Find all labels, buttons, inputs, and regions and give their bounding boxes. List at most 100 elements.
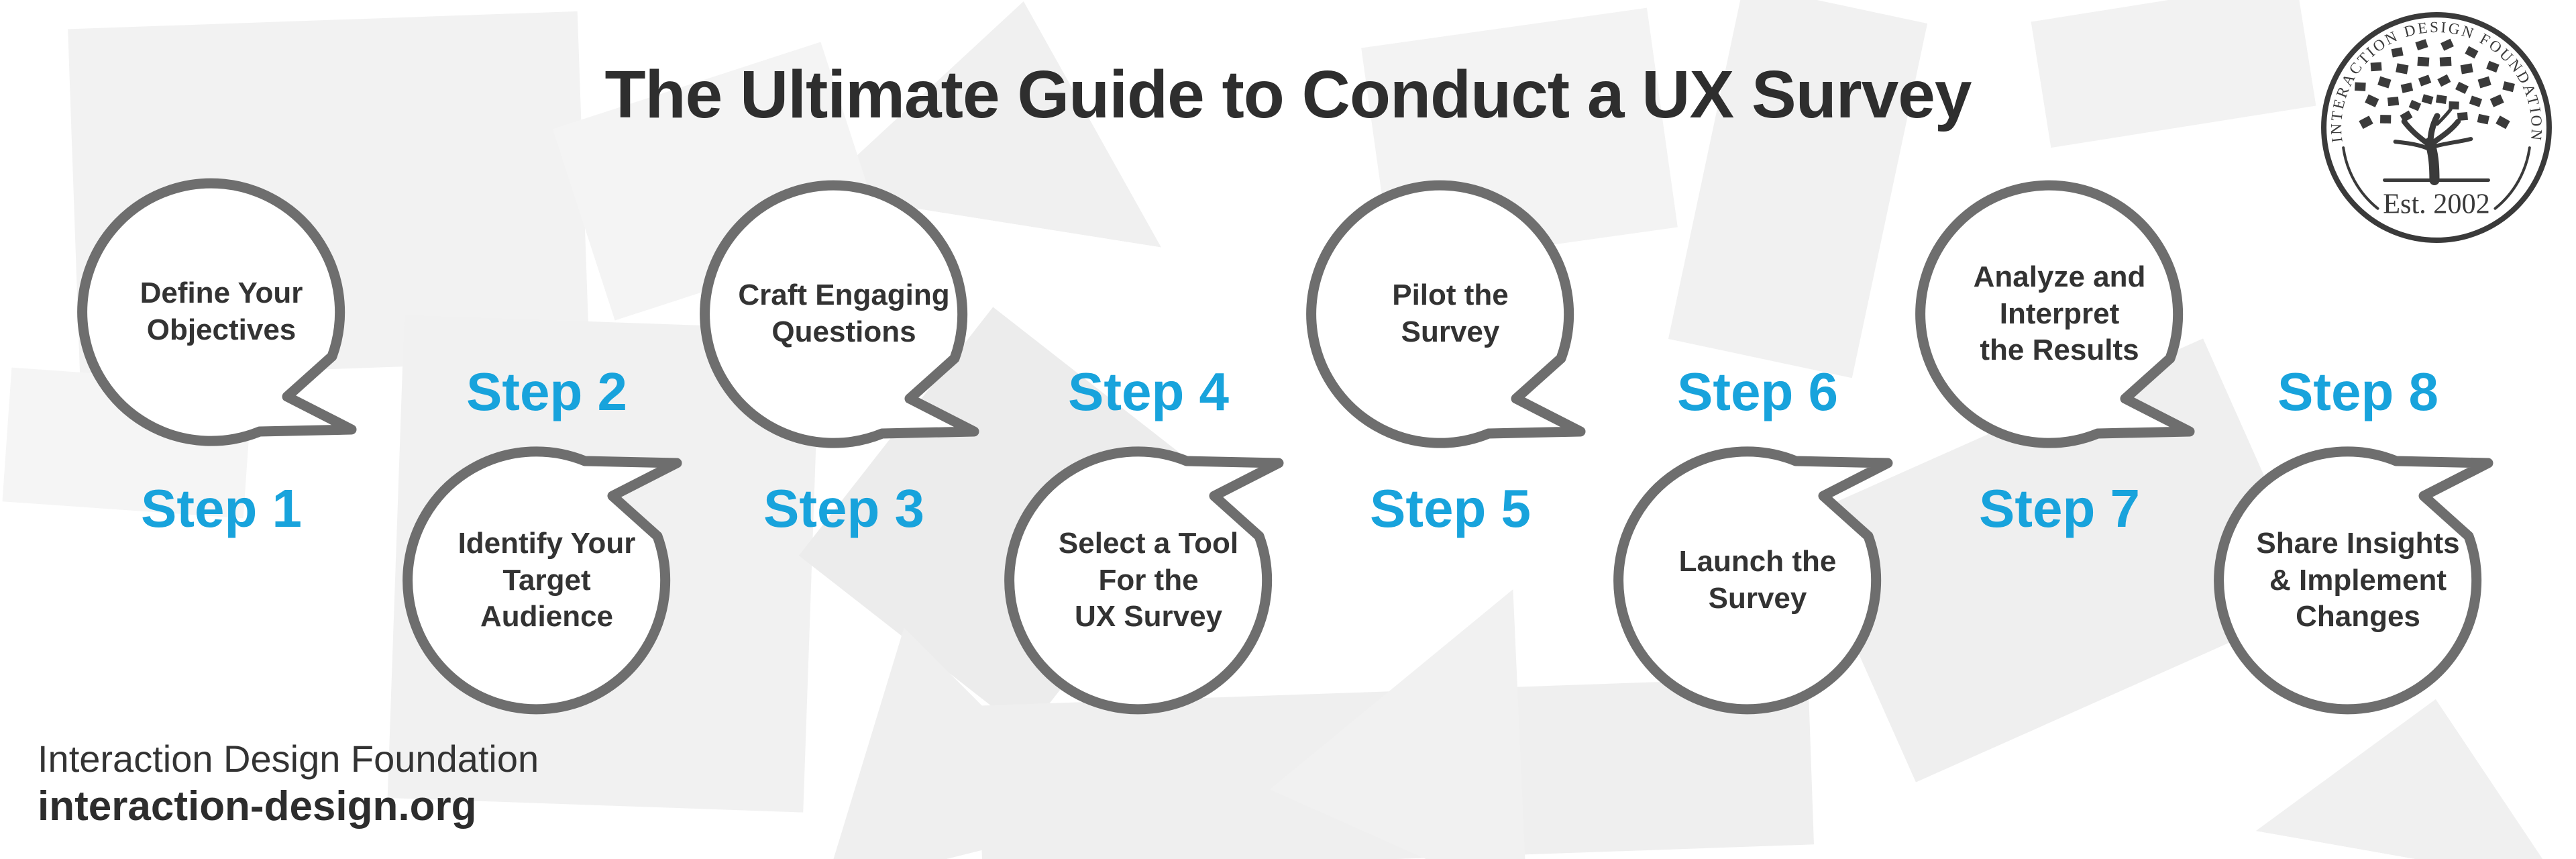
logo-leaf [2435,94,2447,104]
logo-leaf [2365,94,2379,107]
logo-leaf [2408,99,2422,111]
logo-leaf [2400,82,2414,93]
bubble-text-line: Changes [2296,600,2420,634]
bubble-text-line: Audience [480,600,614,634]
logo-est-text: Est. 2002 [2383,189,2490,220]
logo-leaf [2502,81,2515,93]
logo-right-arc [2493,146,2531,210]
logo-leaf [2380,115,2392,123]
logo-left-arc [2342,146,2379,210]
bubble-text-line: Identify Your [458,527,636,560]
bubble-text-line: Launch the [1678,545,1837,578]
page-title: The Ultimate Guide to Conduct a UX Surve… [604,57,1972,132]
logo-leaf [2455,81,2469,95]
speech-bubble-icon [1613,446,1893,715]
step-label: Step 3 [763,478,925,538]
logo-leaf [2496,115,2510,130]
speech-bubble-icon [700,180,979,448]
logo-leaf [2391,47,2404,58]
logo-leaf [2440,38,2454,51]
bubble-text-line: Define Your [140,276,303,310]
logo-tree-icon [2383,107,2490,185]
logo-leaf [2415,39,2428,51]
logo-leaf [2457,111,2468,121]
logo-leaf [2486,60,2500,73]
logo-leaf [2359,115,2373,130]
step-label: Step 5 [1369,478,1532,538]
logo-leaf [2449,101,2459,110]
speech-bubble-icon [2214,446,2493,715]
logo-leaf [2477,113,2489,125]
bubble-text-line: Share Insights [2256,527,2460,560]
step-label: Step 6 [1676,362,1839,421]
logo-leaf [2418,74,2432,87]
bubble-text-line: Pilot the [1392,279,1509,312]
speech-bubble-icon [1915,180,2195,448]
step-label: Step 1 [140,478,303,538]
step-label: Step 7 [1978,478,2141,538]
logo-leaf [2421,94,2434,105]
logo-leaf [2439,56,2452,66]
bubble-text-line: For the [1098,563,1199,597]
logo-leaf [2417,56,2430,67]
footer-website-url: interaction-design.org [38,783,477,829]
bubble-text-line: the Results [1980,334,2139,367]
bubble-text-line: Objectives [146,313,297,346]
logo-leaf [2396,63,2409,74]
bubble-text-line: Survey [1708,582,1807,615]
bubble-text-line: Survey [1401,315,1500,348]
logo-leaf [2400,110,2413,123]
idf-logo-badge-icon: INTERACTION DESIGN FOUNDATION Est. 2002 [2321,12,2552,243]
bubble-text-line: Target [502,563,591,597]
logo-leaf [2377,76,2392,89]
logo-leaf [2469,95,2483,107]
bubble-text-line: Craft Engaging [738,279,950,312]
logo-leaf [2354,82,2366,91]
bubble-text-line: Interpret [1999,297,2120,330]
logo-leaves [2354,38,2515,130]
logo-leaf [2387,96,2400,107]
bubble-text-line: Questions [771,315,916,348]
bubble-text-line: UX Survey [1074,600,1223,634]
logo-leaf [2477,76,2491,89]
footer-org-name: Interaction Design Foundation [38,738,539,780]
speech-bubble-icon [1306,180,1586,448]
logo-leaf [2489,94,2504,107]
bubble-text-line: & Implement [2269,563,2447,597]
step-label: Step 4 [1067,362,1230,421]
speech-bubble-icon [77,178,357,446]
logo-leaf [2370,62,2382,72]
bubble-text-line: Analyze and [1973,260,2146,294]
logo-leaf [2437,74,2451,87]
speech-bubble-icon [1004,446,1284,715]
step-label: Step 8 [2277,362,2439,421]
bubble-text-line: Select a Tool [1058,527,1239,560]
logo-leaf [2460,63,2473,74]
